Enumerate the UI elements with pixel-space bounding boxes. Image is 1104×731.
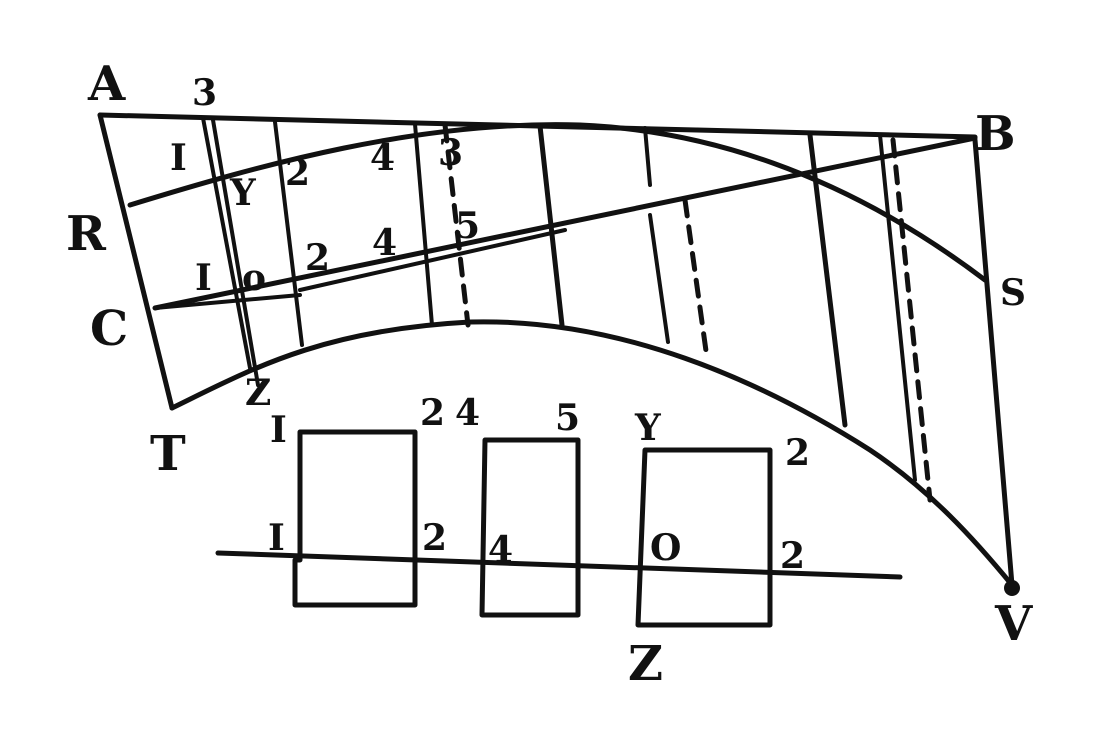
label-axis-2: 2 xyxy=(422,517,447,559)
curve-R-S xyxy=(127,122,988,283)
grid-line-7 xyxy=(643,126,652,187)
label-box2-4: 4 xyxy=(455,392,480,434)
label-axis-4: 4 xyxy=(488,529,513,571)
label-V: V xyxy=(994,596,1033,652)
grid-line-3 xyxy=(273,120,304,347)
box-2 xyxy=(479,437,581,618)
grid-line-9 xyxy=(682,197,710,361)
label-axis-I: I xyxy=(268,517,285,559)
label-Z-bottom: Z xyxy=(628,636,663,692)
line-B-V xyxy=(972,137,1015,588)
label-C: C xyxy=(90,301,128,357)
label-box1-2: 2 xyxy=(420,392,445,434)
line-C-B xyxy=(152,135,978,311)
grid-line-11 xyxy=(878,133,917,482)
grid-line-10 xyxy=(807,132,848,428)
label-T: T xyxy=(150,426,186,482)
label-2-1: 2 xyxy=(285,152,310,194)
label-A: A xyxy=(87,56,126,112)
label-4-1: 4 xyxy=(370,137,395,179)
grid-line-1 xyxy=(201,116,252,370)
label-axis-2b: 2 xyxy=(780,535,805,577)
line-A-T xyxy=(97,112,175,411)
label-2-2: 2 xyxy=(305,237,330,279)
label-axis-O: O xyxy=(650,527,681,569)
grid-h-1 xyxy=(153,293,302,310)
grid-h-2 xyxy=(298,228,567,292)
point-V xyxy=(1004,580,1020,596)
label-box2-5: 5 xyxy=(555,397,580,439)
grid-line-6 xyxy=(537,123,565,328)
label-I-1: I xyxy=(170,137,187,179)
label-I-2: I xyxy=(195,257,212,299)
label-B: B xyxy=(975,106,1016,162)
grid-line-5 xyxy=(442,122,471,328)
label-4-2: 4 xyxy=(372,222,397,264)
grid-line-8 xyxy=(648,213,670,344)
label-Z-top: Z xyxy=(245,372,271,414)
label-box3-2: 2 xyxy=(785,432,810,474)
box-1 xyxy=(292,429,418,608)
label-Y-grid: Y xyxy=(229,172,257,214)
grid-line-4 xyxy=(413,122,434,327)
grid-line-12 xyxy=(890,137,933,503)
label-3: 3 xyxy=(192,72,217,114)
grid-line-2 xyxy=(211,118,260,387)
label-3-2: 3 xyxy=(438,132,463,174)
label-S: S xyxy=(1000,272,1026,314)
axis-line xyxy=(215,550,903,580)
label-5-1: 5 xyxy=(455,205,480,247)
label-box3-Y: Y xyxy=(634,407,662,449)
label-R: R xyxy=(66,206,107,262)
label-o-1: o xyxy=(242,257,266,299)
curve-T-V xyxy=(169,319,1015,588)
label-box1-I: I xyxy=(270,409,287,451)
